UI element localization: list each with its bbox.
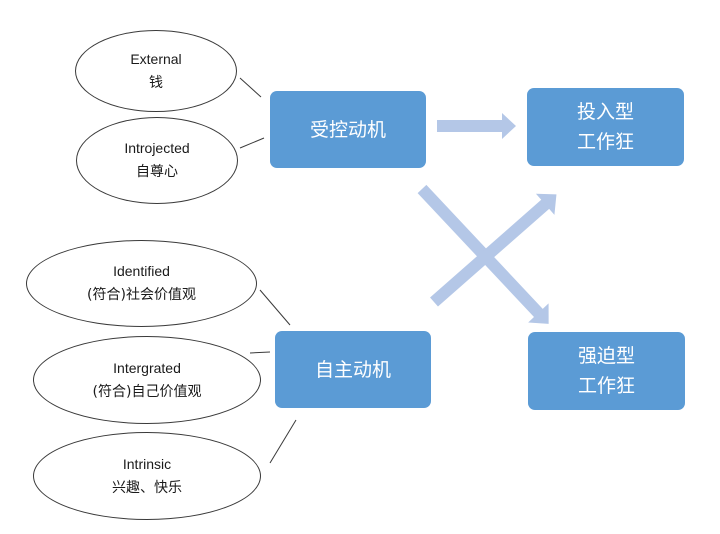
source-introjected-zh: 自尊心: [136, 164, 178, 180]
compulsive-workaholic-line2: 工作狂: [577, 375, 635, 397]
compulsive-workaholic-line1: 强迫型: [577, 345, 635, 367]
connector-identified: [259, 289, 291, 326]
engaged-workaholic-line1: 投入型: [576, 101, 634, 123]
autonomous-motivation-box: 自主动机: [275, 331, 431, 408]
source-identified-zh: (符合)社会价值观: [87, 287, 196, 303]
source-integrated-en: Intergrated: [113, 359, 181, 376]
controlled-motivation-box: 受控动机: [270, 91, 426, 168]
controlled-motivation-label: 受控动机: [309, 118, 386, 141]
engaged-workaholic-line2: 工作狂: [576, 131, 634, 153]
source-intrinsic-zh: 兴趣、快乐: [112, 479, 182, 496]
source-external-zh: 钱: [149, 74, 163, 91]
engaged-workaholic-box: 投入型 工作狂: [527, 88, 684, 166]
arrow-controlled-to-engaged: [437, 113, 516, 139]
source-intrinsic-en: Intrinsic: [122, 455, 172, 472]
source-external-ellipse: External 钱: [75, 30, 237, 112]
source-identified-ellipse: Identified (符合)社会价值观: [26, 240, 257, 327]
compulsive-workaholic-box: 强迫型 工作狂: [528, 332, 685, 410]
source-intrinsic-ellipse: Intrinsic 兴趣、快乐: [33, 432, 261, 520]
source-introjected-en: Introjected: [124, 140, 190, 156]
autonomous-motivation-label: 自主动机: [314, 358, 391, 381]
connector-intrinsic: [269, 419, 297, 464]
arrow-autonomous-to-engaged: [430, 193, 557, 307]
source-introjected-ellipse: Introjected 自尊心: [76, 117, 238, 204]
source-identified-en: Identified: [113, 263, 170, 279]
source-integrated-zh: (符合)自己价值观: [92, 383, 202, 400]
connector-external: [239, 77, 262, 98]
connector-introjected: [239, 137, 265, 149]
connector-integrated: [249, 351, 271, 354]
source-integrated-ellipse: Intergrated (符合)自己价值观: [33, 336, 261, 424]
source-external-en: External: [130, 50, 182, 67]
